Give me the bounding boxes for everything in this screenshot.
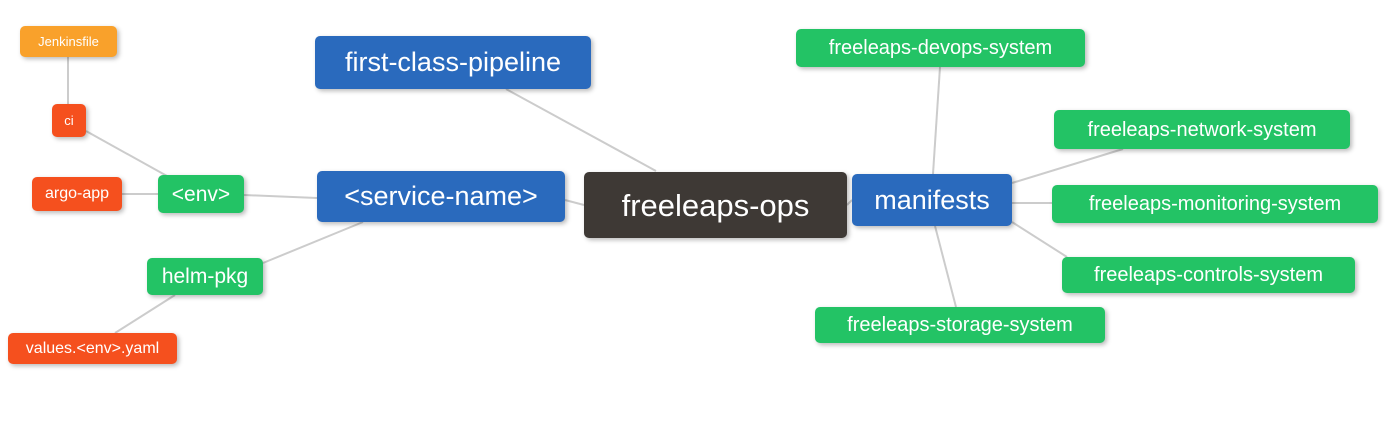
node-freeleaps-monitoring-system[interactable]: freeleaps-monitoring-system <box>1052 185 1378 223</box>
edge-manifests-to-freeleaps-storage-system <box>934 225 957 308</box>
edge-helm-pkg-to-values-env-yaml <box>114 294 176 334</box>
edge-env-to-service-name <box>243 194 318 199</box>
node-values-env-yaml[interactable]: values.<env>.yaml <box>8 333 177 364</box>
edge-service-name-to-freeleaps-ops <box>564 199 585 206</box>
node-freeleaps-devops-system[interactable]: freeleaps-devops-system <box>796 29 1085 67</box>
node-jenkinsfile[interactable]: Jenkinsfile <box>20 26 117 57</box>
node-service-name[interactable]: <service-name> <box>317 171 565 222</box>
edge-ci-to-env <box>85 130 168 177</box>
node-freeleaps-ops[interactable]: freeleaps-ops <box>584 172 847 238</box>
node-helm-pkg[interactable]: helm-pkg <box>147 258 263 295</box>
edge-first-class-pipeline-to-freeleaps-ops <box>505 88 657 172</box>
node-freeleaps-controls-system[interactable]: freeleaps-controls-system <box>1062 257 1355 293</box>
edge-manifests-to-freeleaps-devops-system <box>932 66 941 175</box>
node-env[interactable]: <env> <box>158 175 244 213</box>
node-first-class-pipeline[interactable]: first-class-pipeline <box>315 36 591 89</box>
node-argo-app[interactable]: argo-app <box>32 177 122 211</box>
node-manifests[interactable]: manifests <box>852 174 1012 226</box>
node-ci[interactable]: ci <box>52 104 86 137</box>
edge-manifests-to-freeleaps-controls-system <box>1011 221 1068 258</box>
edge-service-name-to-helm-pkg <box>262 221 364 264</box>
edge-manifests-to-freeleaps-network-system <box>1011 148 1124 184</box>
node-freeleaps-network-system[interactable]: freeleaps-network-system <box>1054 110 1350 149</box>
edge-freeleaps-ops-to-manifests <box>846 199 853 206</box>
node-freeleaps-storage-system[interactable]: freeleaps-storage-system <box>815 307 1105 343</box>
